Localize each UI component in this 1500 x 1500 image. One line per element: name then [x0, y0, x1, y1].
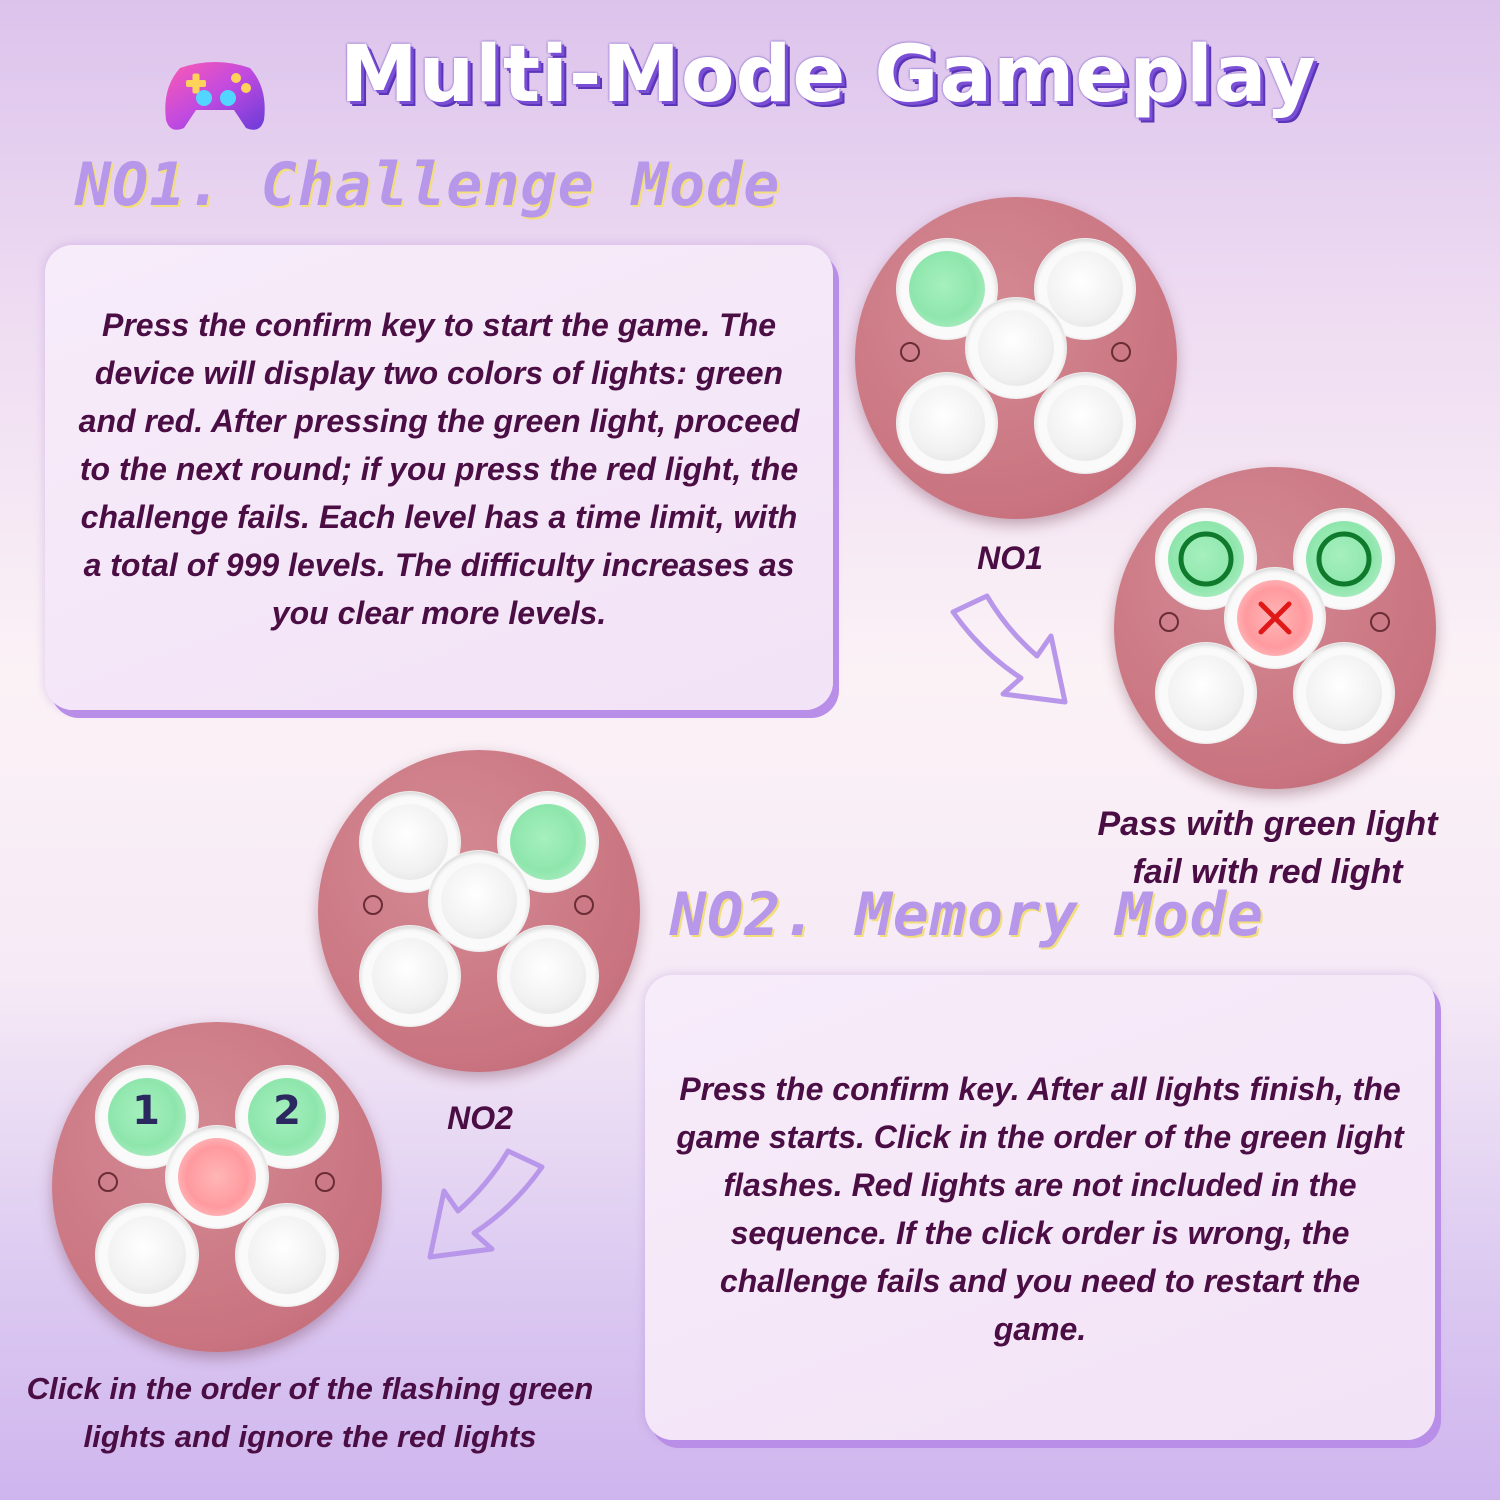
- device-button: [498, 926, 598, 1026]
- device-button: [429, 851, 529, 951]
- device-button: [96, 1204, 198, 1306]
- caption-line: lights and ignore the red lights: [83, 1419, 537, 1454]
- step-label-no2: NO2: [447, 1100, 513, 1136]
- arrow-down-left-icon: [427, 1148, 545, 1260]
- white-light: [108, 1216, 186, 1294]
- sequence-number: 1: [132, 1088, 160, 1134]
- white-light: [1047, 251, 1123, 327]
- green-light: [108, 1078, 186, 1156]
- device-button: [1294, 643, 1394, 743]
- caption-line: fail with red light: [1132, 853, 1403, 891]
- device-hole: [574, 895, 594, 915]
- device-hole: [900, 342, 920, 362]
- white-light: [441, 863, 517, 939]
- gamepad-icon: [165, 62, 265, 130]
- white-light: [1168, 655, 1244, 731]
- green-light: [909, 251, 985, 327]
- white-light: [1306, 655, 1382, 731]
- device-hole: [98, 1172, 118, 1192]
- device-button: [360, 792, 460, 892]
- device-hole: [1159, 612, 1179, 632]
- white-light: [372, 938, 448, 1014]
- arrow-down-right-icon: [950, 593, 1068, 705]
- mode2-description: Press the confirm key. After all lights …: [676, 1071, 1404, 1347]
- device-no1-after: [1114, 467, 1436, 789]
- device-no2-sequence: 1 2: [52, 1022, 382, 1352]
- device-no1-before: [855, 197, 1177, 519]
- white-light: [978, 310, 1054, 386]
- mode2-caption: Click in the order of the flashing green…: [20, 1365, 600, 1461]
- device-hole: [1111, 342, 1131, 362]
- mode1-caption: Pass with green light fail with red ligh…: [1065, 800, 1470, 896]
- pass-circle-icon: [1178, 531, 1234, 587]
- device-button: [897, 373, 997, 473]
- sequence-number: 2: [273, 1088, 301, 1134]
- fail-x-icon: [1258, 601, 1292, 635]
- caption-line: Pass with green light: [1097, 805, 1438, 843]
- mode1-description: Press the confirm key to start the game.…: [78, 307, 800, 631]
- device-hole: [1370, 612, 1390, 632]
- device-no2-before: [318, 750, 640, 1072]
- device-button: [1156, 643, 1256, 743]
- white-light: [1047, 385, 1123, 461]
- white-light: [372, 804, 448, 880]
- device-button: [966, 298, 1066, 398]
- white-light: [248, 1216, 326, 1294]
- device-button: [166, 1126, 268, 1228]
- page-title: Multi-Mode Gameplay: [340, 30, 1317, 120]
- mode2-heading: NO2. Memory Mode: [670, 880, 1264, 950]
- pass-circle-icon: [1316, 531, 1372, 587]
- step-label-no1: NO1: [977, 540, 1043, 576]
- mode2-card: Press the confirm key. After all lights …: [645, 975, 1435, 1440]
- device-button: [236, 1204, 338, 1306]
- white-light: [909, 385, 985, 461]
- caption-line: Click in the order of the flashing green: [26, 1371, 594, 1406]
- device-hole: [315, 1172, 335, 1192]
- mode1-card: Press the confirm key to start the game.…: [45, 245, 833, 710]
- device-button: [1035, 373, 1135, 473]
- white-light: [510, 938, 586, 1014]
- green-light: [510, 804, 586, 880]
- red-light: [178, 1138, 256, 1216]
- green-light: [248, 1078, 326, 1156]
- device-hole: [363, 895, 383, 915]
- mode1-heading: NO1. Challenge Mode: [75, 150, 781, 220]
- device-button: [360, 926, 460, 1026]
